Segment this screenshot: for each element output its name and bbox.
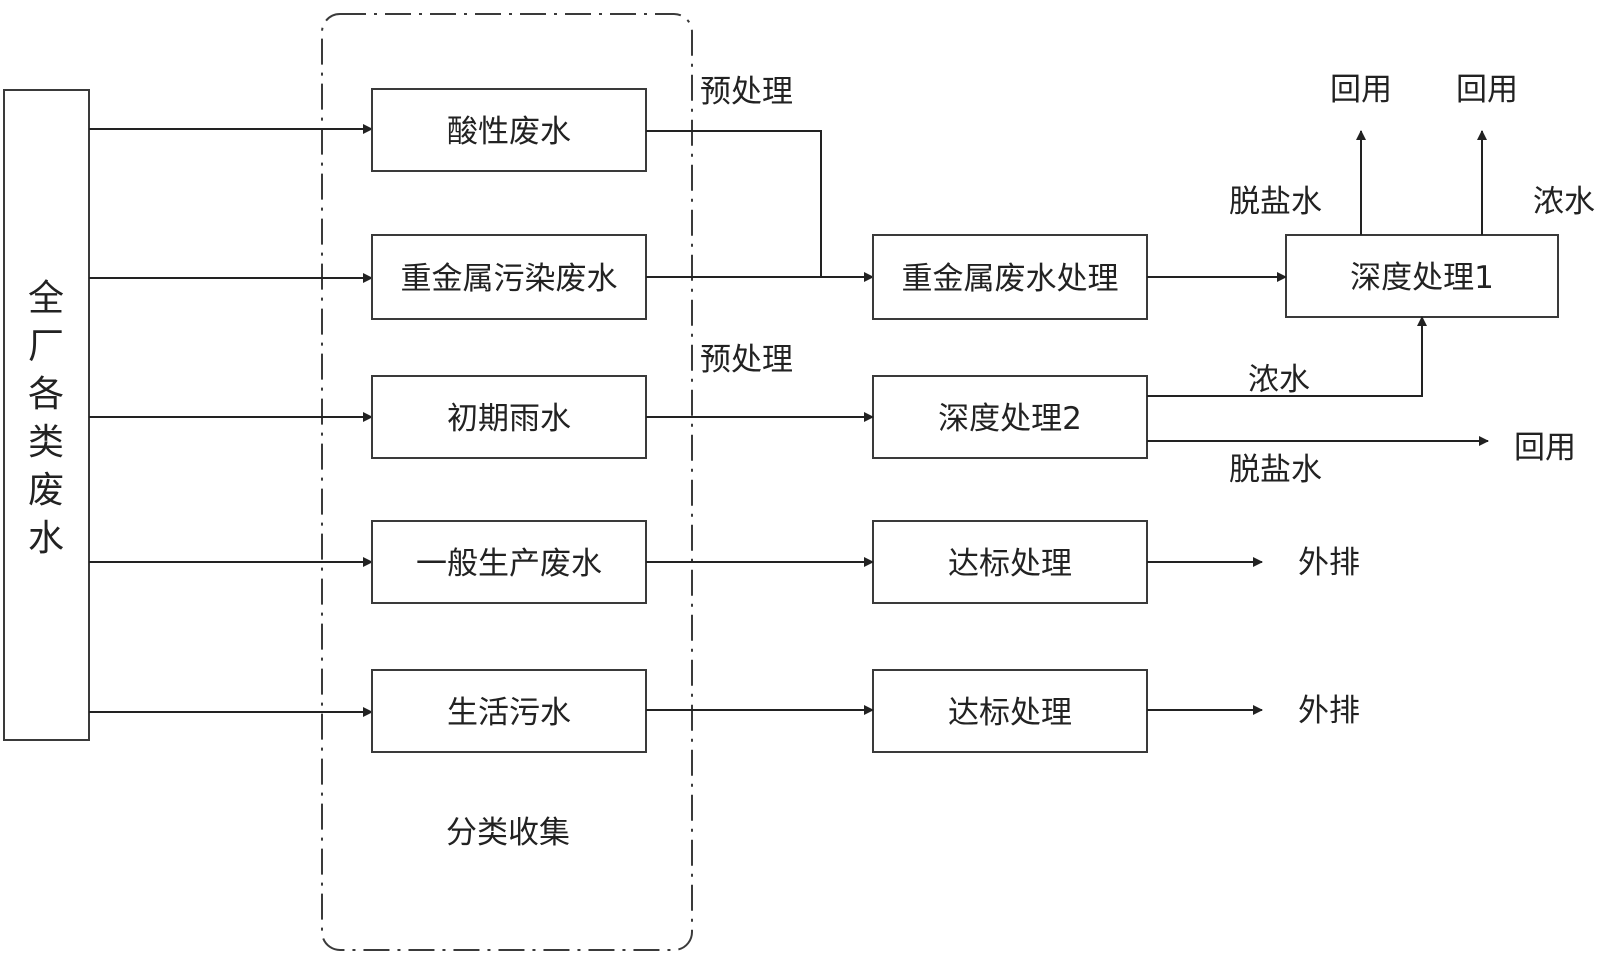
source-label-char-2: 厂 <box>28 326 64 367</box>
standard-treatment-2-label: 达标处理 <box>948 695 1072 731</box>
domestic-sewage-box <box>371 669 647 753</box>
deep-treatment-2-box <box>872 375 1148 459</box>
heavy-metal-treatment-box <box>872 234 1148 320</box>
heavy-metal-wastewater-label: 重金属污染废水 <box>401 261 618 297</box>
source-label-char-1: 全 <box>28 278 64 319</box>
source-box <box>3 89 90 741</box>
standard-treatment-2-box <box>872 669 1148 753</box>
initial-rain-label: 初期雨水 <box>447 401 571 437</box>
concentrate-label-2: 浓水 <box>1248 362 1310 398</box>
discharge-label-1: 外排 <box>1298 545 1360 581</box>
standard-treatment-1-label: 达标处理 <box>948 546 1072 582</box>
deep-treatment-2-label: 深度处理2 <box>938 401 1082 437</box>
pretreat-label-1: 预处理 <box>700 74 793 110</box>
reuse-label-1: 回用 <box>1330 72 1392 108</box>
reuse-label-3: 回用 <box>1514 430 1576 466</box>
deep-treatment-1-box <box>1285 234 1559 318</box>
source-label-char-3: 各 <box>28 374 64 415</box>
source-label-char-5: 废 <box>28 470 64 511</box>
source-label-char-6: 水 <box>28 518 64 559</box>
edge-acid-pretreat <box>646 130 822 277</box>
acid-wastewater-box <box>371 88 647 172</box>
pretreat-label-2: 预处理 <box>700 342 793 378</box>
heavy-metal-treatment-label: 重金属废水处理 <box>902 261 1119 297</box>
discharge-label-2: 外排 <box>1298 693 1360 729</box>
acid-wastewater-label: 酸性废水 <box>447 114 571 150</box>
initial-rain-box <box>371 375 647 459</box>
domestic-sewage-label: 生活污水 <box>447 695 571 731</box>
general-wastewater-box <box>371 520 647 604</box>
collection-group-label: 分类收集 <box>446 815 570 851</box>
desalted-label-2: 脱盐水 <box>1229 452 1322 488</box>
desalted-label-1: 脱盐水 <box>1229 184 1322 220</box>
general-wastewater-label: 一般生产废水 <box>416 546 602 582</box>
collection-group-frame <box>321 13 693 951</box>
reuse-label-2: 回用 <box>1456 72 1518 108</box>
edge-deep-2-concentrate-to-deep-1 <box>1147 316 1427 397</box>
concentrate-label-1: 浓水 <box>1533 184 1595 220</box>
source-label-char-4: 类 <box>28 422 64 463</box>
deep-treatment-1-label: 深度处理1 <box>1350 260 1494 296</box>
